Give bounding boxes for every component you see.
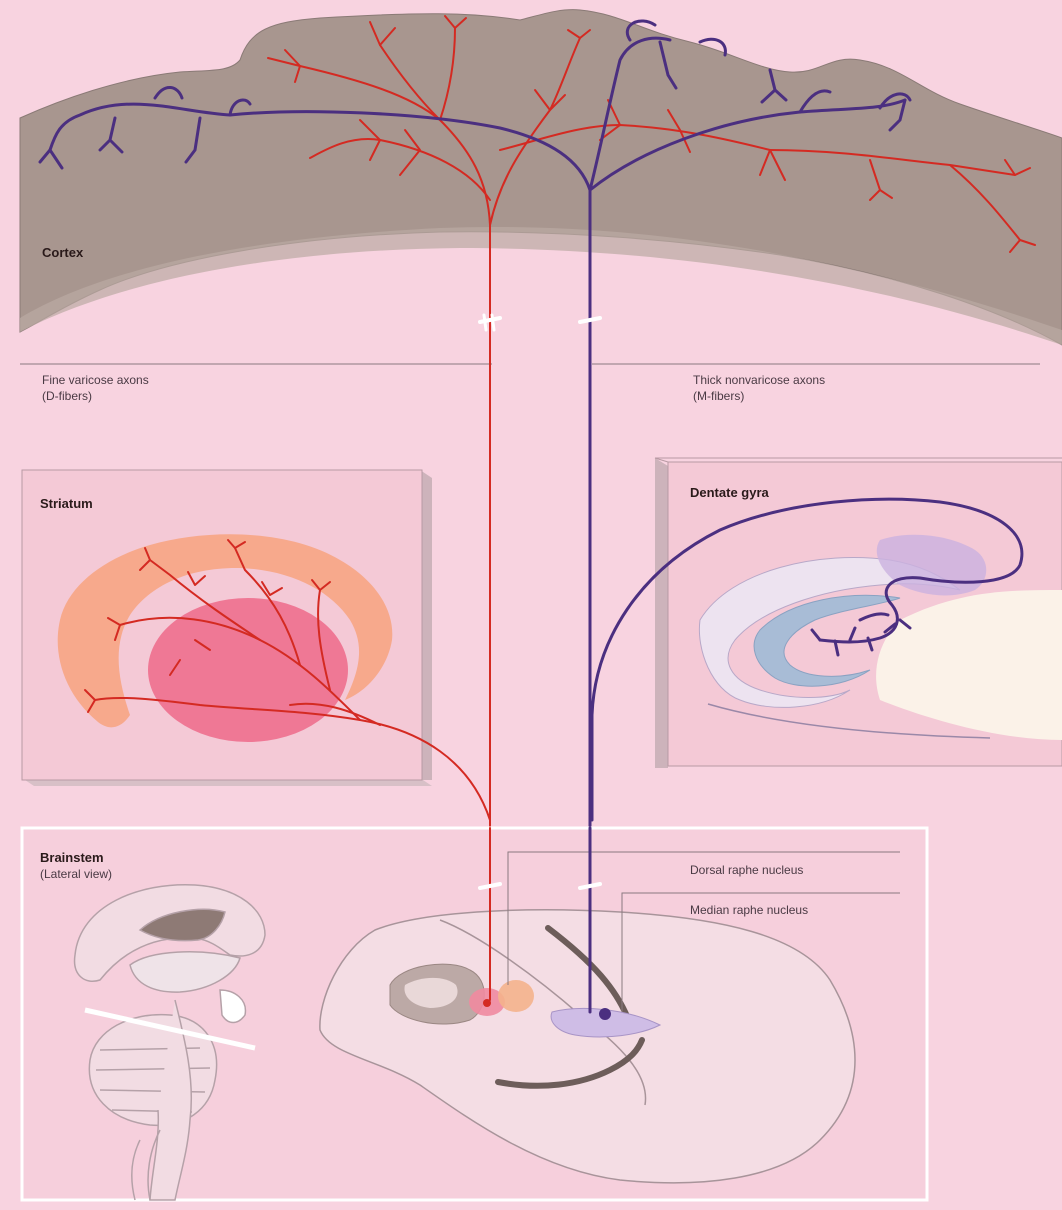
- cortex-region: Cortex: [20, 10, 1062, 345]
- label-lateral-view: (Lateral view): [40, 867, 112, 881]
- label-cortex: Cortex: [42, 245, 84, 260]
- brainstem-panel: Brainstem (Lateral view): [22, 828, 927, 1200]
- label-brainstem: Brainstem: [40, 850, 104, 865]
- label-dorsal-raphe: Dorsal raphe nucleus: [690, 863, 803, 877]
- label-fine-axons: Fine varicose axons: [42, 373, 149, 387]
- label-m-fibers: (M-fibers): [693, 389, 744, 403]
- label-striatum: Striatum: [40, 496, 93, 511]
- label-thick-axons: Thick nonvaricose axons: [693, 373, 825, 387]
- label-d-fibers: (D-fibers): [42, 389, 92, 403]
- striatum-panel: Striatum: [22, 470, 490, 820]
- dentate-panel: Dentate gyra: [592, 458, 1062, 820]
- label-dentate: Dentate gyra: [690, 485, 770, 500]
- label-median-raphe: Median raphe nucleus: [690, 903, 808, 917]
